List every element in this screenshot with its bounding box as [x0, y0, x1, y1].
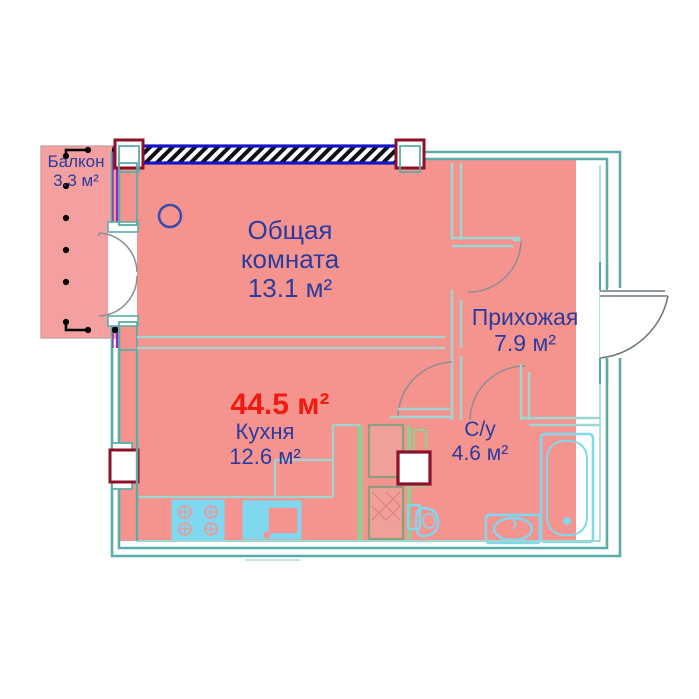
room-label-hallway: Прихожая 7.9 м² — [440, 304, 610, 357]
hallway-area: 7.9 м² — [494, 329, 556, 356]
room-label-kitchen: Кухня 12.6 м² — [175, 419, 355, 469]
kitchen-stove — [171, 499, 225, 541]
balcony-door-frames — [107, 221, 139, 327]
kitchen-door-frame — [390, 407, 452, 419]
hall-walls — [450, 163, 520, 420]
total-area-label: 44.5 м² — [230, 388, 330, 421]
balcony-door-swing — [98, 232, 138, 317]
kitchen-name: Кухня — [235, 419, 295, 444]
room-fills — [41, 146, 576, 541]
column-marker-icon — [157, 203, 183, 229]
room-label-balcony: Балкон 3.3 м² — [34, 152, 118, 190]
room-label-bathroom: С/у 4.6 м² — [425, 418, 535, 465]
entrance-door-gap — [600, 288, 622, 358]
balcony-area: 3.3 м² — [53, 171, 99, 191]
kitchen-area: 12.6 м² — [229, 443, 301, 469]
living-room-window — [136, 144, 402, 165]
kitchen-window-marker — [108, 442, 140, 490]
living-room-area: 13.1 м² — [247, 273, 333, 304]
bathroom-door-swing — [469, 365, 526, 421]
bathroom-window-marker — [396, 450, 432, 486]
room-label-living-room: Общая комната 13.1 м² — [180, 215, 400, 304]
balcony-fill — [41, 146, 119, 338]
apartment-fill — [119, 159, 576, 541]
toilet — [406, 503, 440, 538]
kitchen-sink — [242, 500, 302, 540]
hallway-name: Прихожая — [471, 304, 579, 330]
exterior-walls — [110, 150, 622, 558]
living-room-name-line2: комната — [240, 244, 340, 275]
window-marker-frames — [118, 145, 421, 173]
partition-living-kitchen — [137, 335, 432, 350]
partition-jog — [432, 335, 445, 350]
entrance-door-frames — [598, 262, 609, 384]
living-room-door-swing — [467, 239, 522, 293]
bathroom-door-frame — [519, 364, 600, 427]
bathroom-area: 4.6 м² — [451, 441, 509, 465]
balcony-name: Балкон — [47, 152, 105, 171]
bathroom-name: С/у — [464, 418, 496, 441]
kitchen-counter — [137, 423, 360, 499]
living-room-name-line1: Общая — [247, 215, 333, 245]
entrance-door-swing — [599, 290, 669, 359]
